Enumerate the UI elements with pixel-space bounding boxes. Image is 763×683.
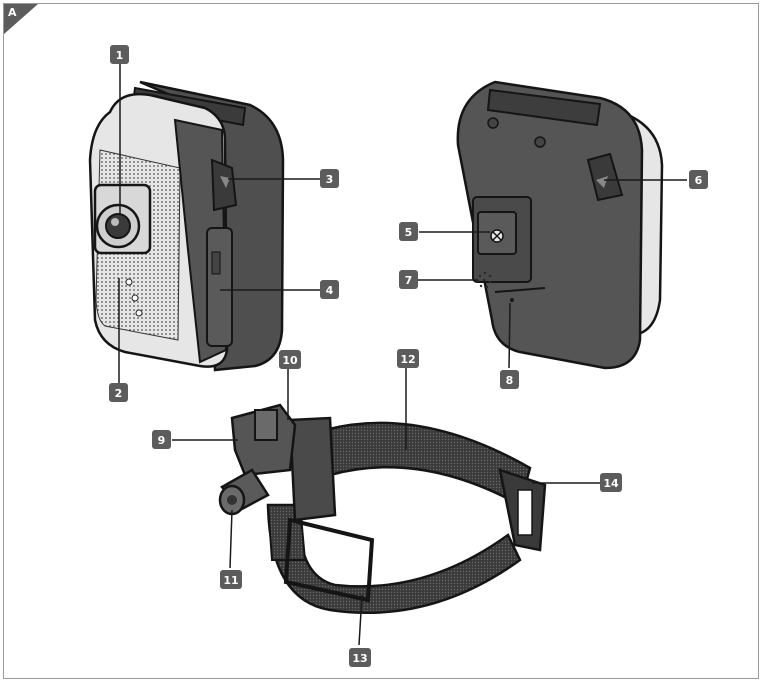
- callout-number: 4: [326, 284, 334, 297]
- callout-badge-1: 1: [110, 45, 129, 64]
- callout-badge-11: 11: [220, 570, 242, 589]
- callout-badge-box: [500, 370, 519, 389]
- callout-number: 14: [603, 477, 619, 490]
- callout-badge-box: [349, 648, 371, 667]
- callout-badge-8: 8: [500, 370, 519, 389]
- callout-badge-box: [110, 45, 129, 64]
- callout-badge-box: [320, 280, 339, 299]
- callout-badge-3: 3: [320, 169, 339, 188]
- callout-number: 5: [405, 226, 413, 239]
- callout-number: 7: [405, 274, 413, 287]
- callout-badge-13: 13: [349, 648, 371, 667]
- callout-badge-6: 6: [689, 170, 708, 189]
- callout-number: 11: [223, 574, 238, 587]
- callout-number: 6: [695, 174, 703, 187]
- callout-badge-box: [399, 270, 418, 289]
- callout-number: 3: [326, 173, 334, 186]
- callout-badge-box: [152, 430, 171, 449]
- corner-tab: [4, 4, 38, 34]
- callout-number: 10: [282, 354, 298, 367]
- callout-badge-box: [397, 349, 419, 368]
- callout-badge-box: [600, 473, 622, 492]
- figure-frame: [3, 3, 759, 679]
- callout-badge-box: [279, 350, 301, 369]
- leader-lines: [118, 63, 687, 646]
- callout-badge-box: [109, 383, 128, 402]
- camera-front-view: [88, 80, 285, 372]
- callout-number: 8: [506, 374, 514, 387]
- callout-badge-9: 9: [152, 430, 171, 449]
- callout-number: 2: [115, 387, 123, 400]
- corner-label: A: [8, 6, 17, 19]
- callout-number: 13: [352, 652, 367, 665]
- strap-mount-assembly: [218, 403, 547, 615]
- callout-badge-box: [689, 170, 708, 189]
- callout-badge-box: [320, 169, 339, 188]
- callout-number: 12: [400, 353, 415, 366]
- camera-rear-view: [456, 80, 664, 370]
- callout-number: 1: [116, 49, 124, 62]
- callout-badge-box: [220, 570, 242, 589]
- callout-number: 9: [158, 434, 166, 447]
- callout-badge-7: 7: [399, 270, 418, 289]
- callout-badge-box: [399, 222, 418, 241]
- callout-badge-14: 14: [600, 473, 622, 492]
- callout-badge-10: 10: [279, 350, 301, 369]
- callout-badge-5: 5: [399, 222, 418, 241]
- callout-badge-4: 4: [320, 280, 339, 299]
- callout-badge-12: 12: [397, 349, 419, 368]
- callout-badge-2: 2: [109, 383, 128, 402]
